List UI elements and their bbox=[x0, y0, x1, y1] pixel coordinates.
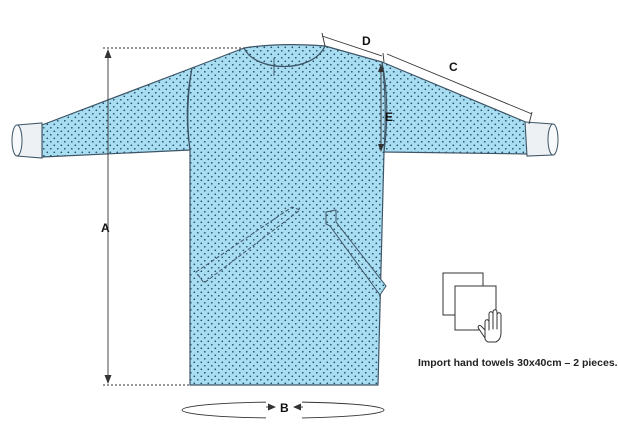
dimension-e bbox=[378, 64, 384, 152]
dimension-c bbox=[386, 53, 533, 125]
right-armhole-seam bbox=[381, 61, 388, 153]
dimension-d-label: D bbox=[362, 34, 371, 48]
dimension-b-label: B bbox=[280, 401, 289, 415]
dimension-e-label: E bbox=[385, 110, 393, 124]
dimension-d bbox=[321, 32, 385, 63]
left-sleeve bbox=[41, 67, 193, 158]
left-cuff-opening bbox=[11, 124, 23, 157]
neckline bbox=[243, 45, 326, 67]
dimension-a-label: A bbox=[101, 221, 110, 235]
gown-body bbox=[187, 44, 386, 386]
dimension-c-label: C bbox=[449, 60, 458, 74]
right-cuff-opening bbox=[547, 123, 559, 156]
dimension-a bbox=[103, 47, 244, 386]
dimension-b bbox=[181, 398, 385, 422]
right-sleeve bbox=[381, 61, 531, 155]
left-armhole-seam bbox=[186, 67, 193, 151]
inner-tie bbox=[195, 206, 302, 284]
towels-caption: Import hand towels 30x40cm – 2 pieces. bbox=[418, 357, 618, 369]
outer-tie bbox=[325, 209, 387, 296]
hand-towels-icon bbox=[442, 272, 502, 343]
